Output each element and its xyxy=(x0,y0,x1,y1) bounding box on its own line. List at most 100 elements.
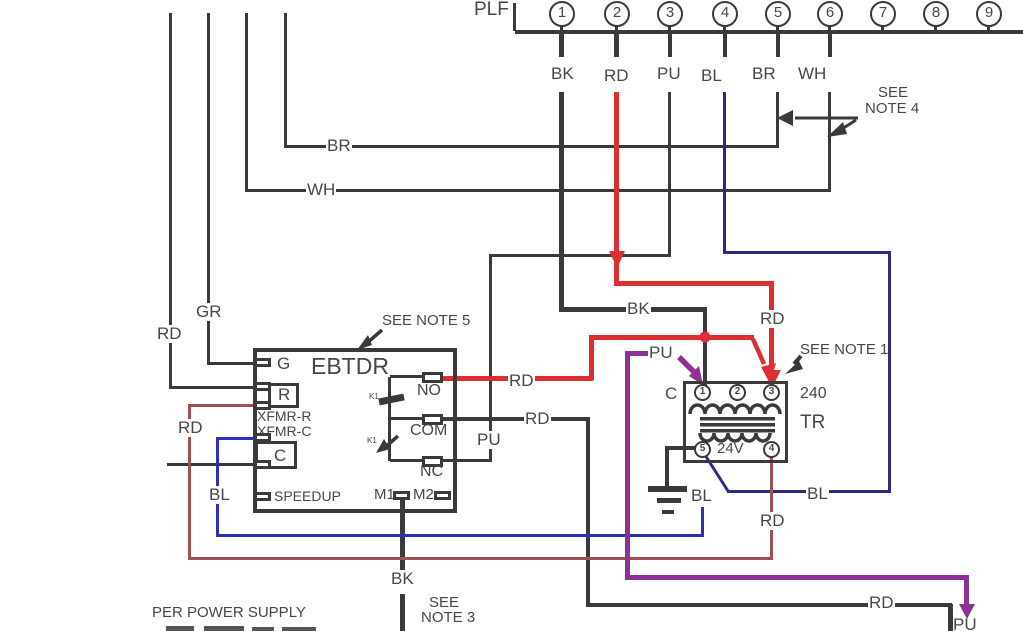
plf-terminal-8: 8 xyxy=(923,1,949,27)
plf-stem-4 xyxy=(723,25,726,31)
tag-pu-nc: PU xyxy=(476,430,502,449)
core-bar-3 xyxy=(700,429,775,433)
relay-label-com: COM xyxy=(410,422,448,439)
ground-bar-2 xyxy=(657,498,681,503)
ebtdr-label-r: R xyxy=(278,385,291,404)
relay-com-lead xyxy=(390,417,424,420)
tag-pu-bottom: PU xyxy=(953,615,977,631)
k1-lower-label: K1 xyxy=(367,436,377,445)
tr-terminal-4: 4 xyxy=(763,441,780,458)
transformer-240-label: 240 xyxy=(800,385,827,402)
ebtdr-title: EBTDR xyxy=(311,353,389,379)
wire-ground-drop xyxy=(665,446,669,487)
terminal-xfmr-r xyxy=(254,401,271,410)
note1-label: SEE NOTE 1 xyxy=(800,341,889,358)
terminal-no xyxy=(422,372,443,383)
plf-stem-6 xyxy=(828,25,831,31)
tag-pu-transformer: PU xyxy=(648,343,674,362)
note4-line2: NOTE 4 xyxy=(865,100,920,117)
wire-pu-drop xyxy=(489,254,492,462)
r-terminal-box xyxy=(268,383,299,408)
relay-no-lead xyxy=(390,375,424,378)
wire-pu-purple-drop xyxy=(625,351,630,580)
ground-bar-3 xyxy=(662,510,674,514)
ebtdr-label-c: C xyxy=(274,446,287,465)
wire-label-rd: RD xyxy=(603,66,630,85)
tag-rd-com: RD xyxy=(524,409,551,428)
tag-bl-right: BL xyxy=(806,484,829,503)
wire-bl-xfmrc-lead xyxy=(216,437,258,440)
transformer-24v-label: 24V xyxy=(717,440,744,457)
wire-rd-secondary-run xyxy=(188,557,773,560)
note1-arrowhead xyxy=(785,361,803,374)
secondary-coil xyxy=(698,432,772,443)
plf-stem-1 xyxy=(560,25,563,31)
wire-label-pu: PU xyxy=(656,64,682,83)
wire-br-vertical xyxy=(776,92,779,148)
core-bar-1 xyxy=(700,417,775,421)
transformer-common-label: C xyxy=(665,384,678,403)
wire-br-horizontal xyxy=(284,145,779,148)
tag-bk-mid: BK xyxy=(626,299,651,318)
note4-line1: SEE xyxy=(878,84,909,101)
note3-line1: SEE xyxy=(429,594,460,611)
tag-bk-bottom: BK xyxy=(390,569,415,588)
ebtdr-label-m1: M1 xyxy=(374,486,395,503)
plf-stem-5 xyxy=(776,25,779,31)
terminal-c xyxy=(254,460,271,469)
plf-label: PLF xyxy=(474,0,509,20)
plf-terminal-4: 4 xyxy=(712,1,738,27)
plf-stem-9 xyxy=(987,25,990,31)
bus-label-wh: WH xyxy=(306,180,337,199)
tag-rd-no: RD xyxy=(508,371,535,390)
wire-pu-purple-elbow xyxy=(625,351,651,356)
plf-bus-bar xyxy=(515,30,1023,34)
terminal-g xyxy=(254,358,271,367)
ebtdr-box xyxy=(253,348,457,513)
wire-bl-top-run xyxy=(723,251,891,254)
wire-stub-4 xyxy=(723,34,727,57)
plf-terminal-2: 2 xyxy=(604,1,630,27)
tag-rd-secondary: RD xyxy=(759,511,786,530)
note4-arrow2-head xyxy=(827,122,847,137)
note4-arrow1-head xyxy=(777,110,793,126)
wire-stub-1 xyxy=(559,34,564,57)
wire-pu-vertical-top xyxy=(668,92,671,257)
tag-bl-xfmrc: BL xyxy=(208,485,231,504)
relay-nc-lead xyxy=(390,459,424,462)
plf-stem-7 xyxy=(881,25,884,31)
terminal-m1 xyxy=(393,491,410,500)
wire-c-stub xyxy=(167,463,258,466)
bus-label-rd: RD xyxy=(156,324,183,343)
plf-terminal-7: 7 xyxy=(870,1,896,27)
wire-bk-m1-stub xyxy=(400,594,405,631)
wire-wh-riser xyxy=(245,13,248,191)
plf-bus-end-tick xyxy=(513,3,516,31)
wire-rd-top-run xyxy=(614,281,774,286)
wire-wh-vertical xyxy=(828,92,831,192)
terminal-m2 xyxy=(434,491,451,500)
tr-terminal-2: 2 xyxy=(729,384,746,401)
k1-contact-arrowhead xyxy=(376,439,390,453)
wire-bl-xfmrc-run xyxy=(216,534,704,537)
terminal-speedup xyxy=(254,492,271,501)
wire-rd-no-riser xyxy=(589,337,594,380)
clipped-text-fragment xyxy=(252,627,274,631)
wire-stub-5 xyxy=(776,34,780,57)
terminal-r xyxy=(254,382,271,391)
red-arrowhead-tr3b xyxy=(763,370,781,388)
wire-stub-6 xyxy=(828,34,832,57)
wire-label-br: BR xyxy=(751,64,777,83)
k1-upper-label: K1 xyxy=(369,392,379,401)
wire-com-horizontal xyxy=(443,417,590,421)
wire-stub-2 xyxy=(614,34,619,57)
tag-bl-secondary: BL xyxy=(690,486,713,505)
terminal-com xyxy=(422,414,443,425)
wire-pu-purple-exit xyxy=(964,576,969,608)
core-bar-2 xyxy=(700,423,775,427)
wire-gr-vertical xyxy=(207,13,210,365)
wire-wh-horizontal xyxy=(245,189,831,192)
tag-rd-right: RD xyxy=(759,309,786,328)
